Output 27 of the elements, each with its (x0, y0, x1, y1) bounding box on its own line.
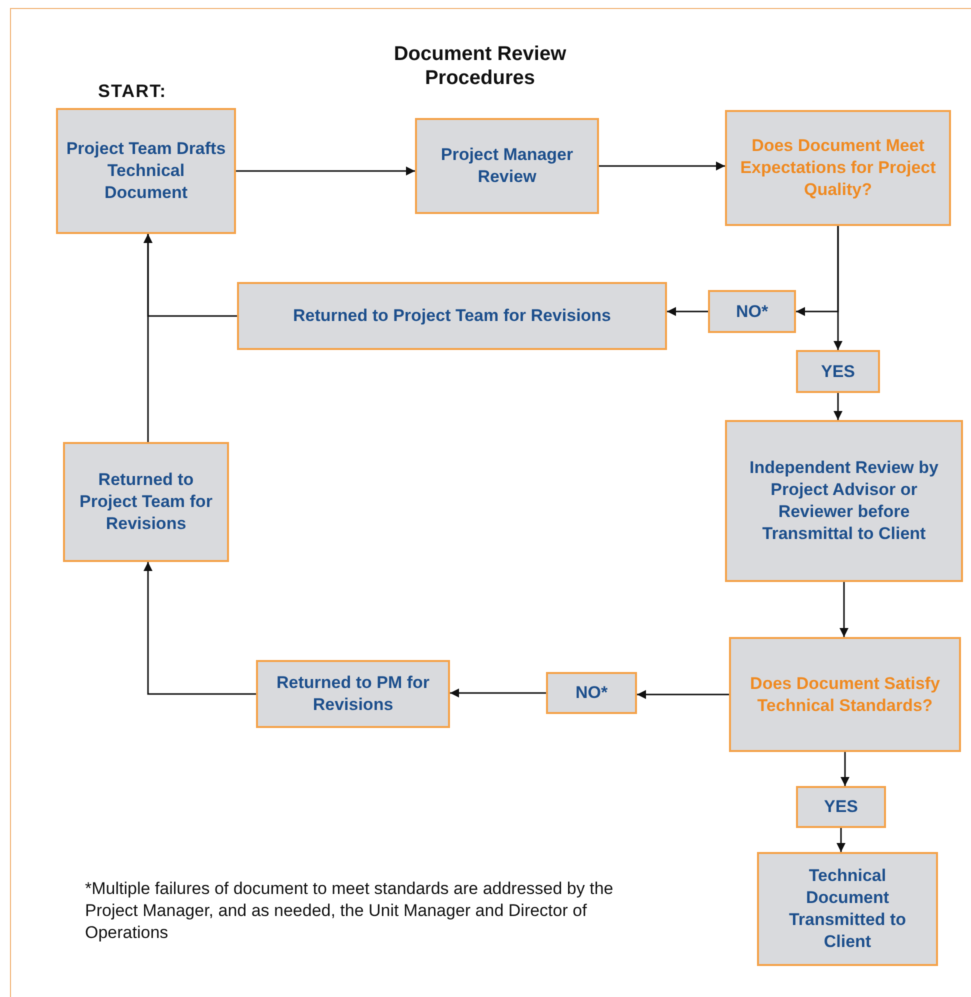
arrow (834, 226, 842, 350)
footnote: *Multiple failures of document to meet standards are addressed by the Project Manager, and as needed, the Unit Manager and Director of Operations (85, 878, 614, 944)
arrow (637, 690, 729, 699)
process-box: Returned to Project Team for Revisions (237, 282, 667, 350)
arrow (667, 307, 708, 316)
arrow (450, 688, 546, 698)
process-box: Technical Document Transmitted to Client (757, 852, 938, 966)
arrow (236, 166, 415, 176)
arrow (599, 162, 725, 170)
process-box: Project Manager Review (415, 118, 599, 214)
arrow (144, 562, 256, 695)
arrow (836, 828, 846, 852)
process-box: Returned to PM for Revisions (256, 660, 450, 728)
arrow (144, 234, 152, 442)
decision-box: Does Document Satisfy Technical Standards? (729, 637, 961, 752)
diagram-title: Document Review Procedures (392, 42, 568, 90)
process-box: Independent Review by Project Advisor or Reviewer before Transmittal to Client (725, 420, 963, 582)
arrow (834, 393, 842, 420)
arrow (840, 582, 848, 637)
decision-box: Does Document Meet Expectations for Project Quality? (725, 110, 951, 226)
process-box: YES (796, 350, 880, 393)
start-label: START: (98, 80, 167, 102)
process-box: YES (796, 786, 886, 828)
arrow (840, 752, 850, 786)
process-box: NO* (708, 290, 796, 333)
process-box: Returned to Project Team for Revisions (63, 442, 229, 562)
process-box: NO* (546, 672, 637, 714)
